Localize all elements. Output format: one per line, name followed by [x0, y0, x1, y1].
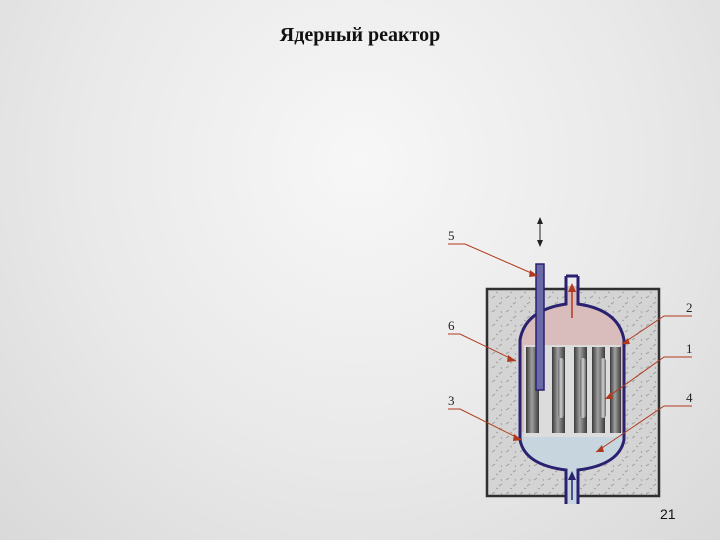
fuel-assemblies — [526, 347, 621, 433]
control-rod — [535, 217, 545, 391]
label-coolant: 3 — [448, 393, 455, 408]
label-shield: 6 — [448, 318, 455, 333]
label-vessel: 2 — [686, 300, 693, 315]
label-moderator: 4 — [686, 390, 693, 405]
label-fuel: 1 — [686, 341, 693, 356]
label-control-rod: 5 — [448, 228, 455, 243]
coolant-flow-arrows — [568, 283, 576, 500]
slide-title: Ядерный реактор — [279, 24, 441, 46]
leader-lines — [448, 243, 692, 453]
slide-number: 21 — [660, 506, 676, 522]
